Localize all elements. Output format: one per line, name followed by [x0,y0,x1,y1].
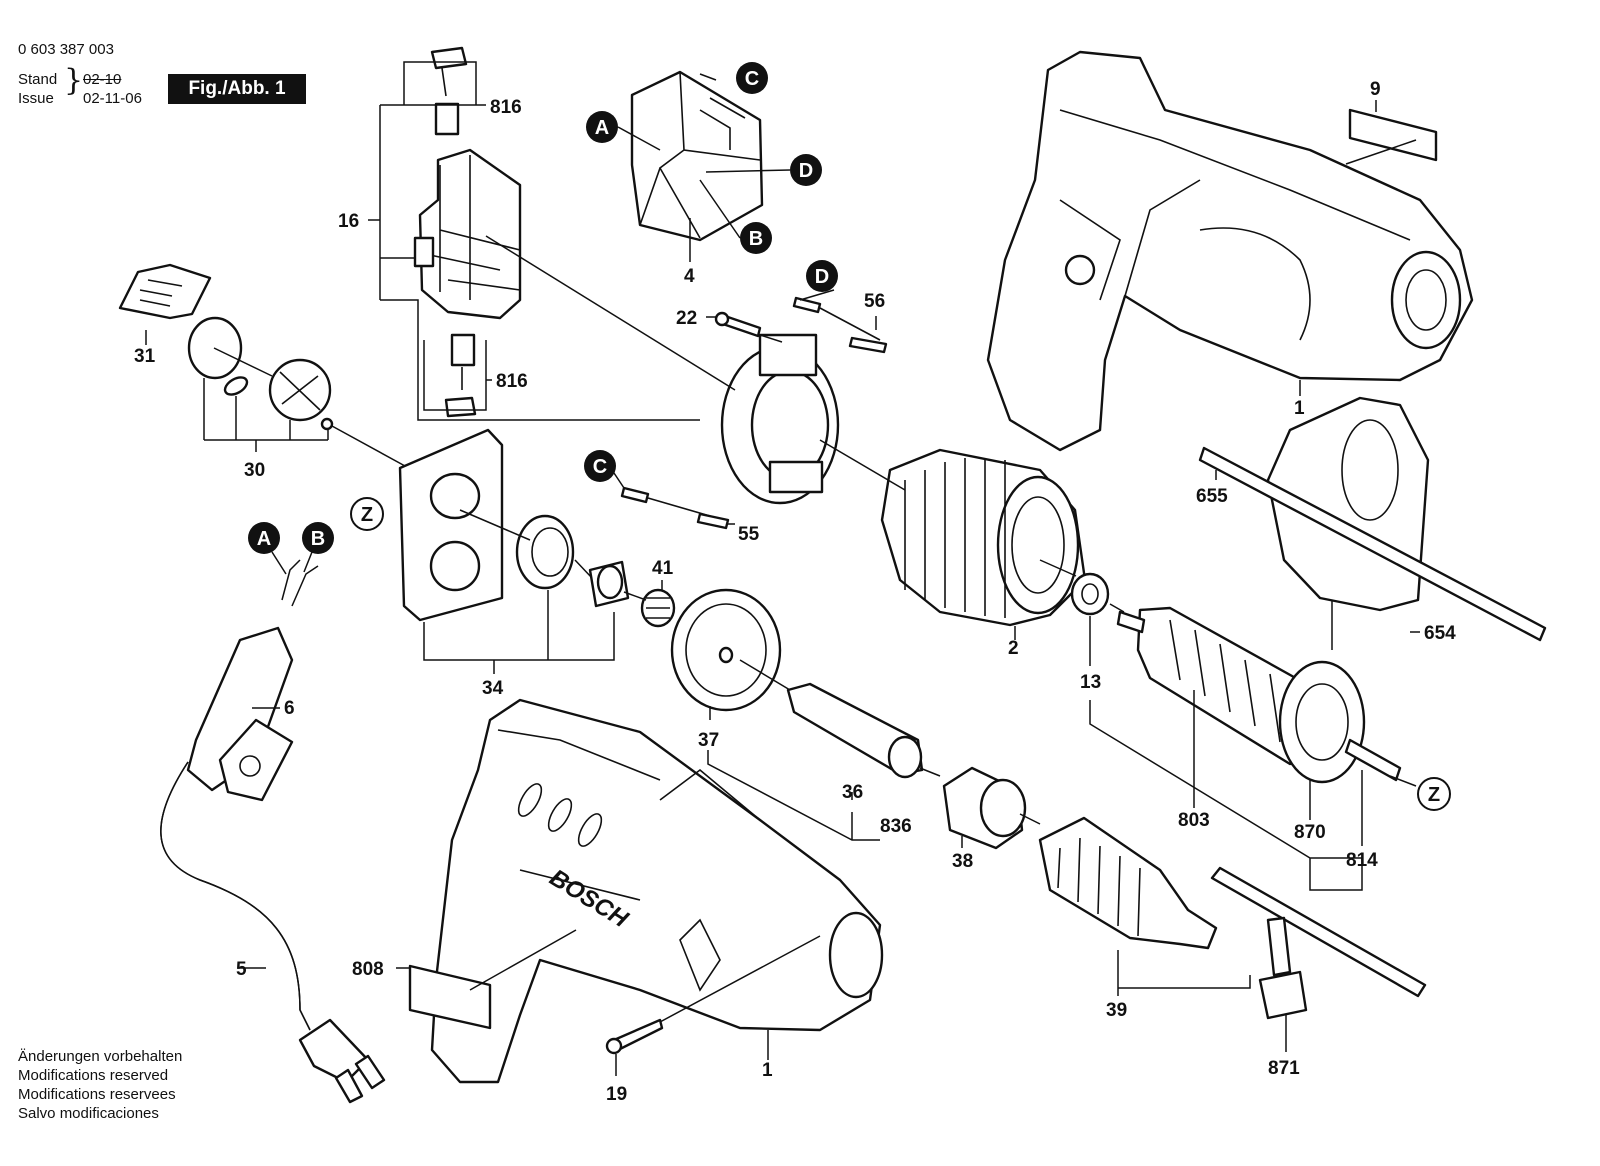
part-label: 4 [684,266,695,287]
marker-a: A [248,522,280,554]
part-label: 41 [652,558,674,579]
plug-icon [298,1018,386,1104]
svg-text:C: C [745,68,759,90]
marker-d: D [790,154,822,186]
part-label: 9 [1370,79,1381,100]
issue-label: Issue [18,90,54,107]
screw-icon [714,311,762,338]
chuck-key-icon [1210,866,1427,1020]
part-label: 37 [698,730,719,751]
part-label: 39 [1106,1000,1127,1021]
part-label: 816 [490,97,522,118]
part-label: 870 [1294,822,1326,843]
part-label: 816 [496,371,528,392]
needle-bearing-icon [1070,572,1110,616]
brush-holder-icon [413,148,522,320]
marker-b: B [740,222,772,254]
svg-text:B: B [311,528,325,550]
brush-ring-icon [720,333,840,505]
rating-label-icon [408,964,492,1030]
svg-text:Z: Z [361,504,373,526]
armature-icon [1116,606,1402,784]
stand-label: Stand [18,71,58,88]
figure-tag: Fig./Abb. 1 [168,74,306,104]
spindle-icon [786,682,924,779]
part-label: 31 [134,346,156,367]
part-label: 55 [738,524,760,545]
needle-bearing-icon [640,588,676,628]
issue-date: 02-11-06 [83,90,142,107]
gear-icon [670,588,782,712]
cover-plate-icon [398,428,504,622]
footer-line: Modifications reserved [18,1067,169,1084]
svg-text:A: A [595,117,609,139]
svg-text:A: A [257,528,271,550]
part-label: 38 [952,851,973,872]
part-label: 30 [244,460,265,481]
housing-half-icon [986,50,1474,452]
part-label: 13 [1080,672,1101,693]
part-label: 654 [1424,623,1456,644]
cable-connector-icon [792,296,888,354]
pinion-gear-icon [942,766,1027,850]
switch-icon [630,70,764,242]
footer-line: Salvo modificaciones [18,1105,159,1122]
part-label: 871 [1268,1058,1300,1079]
label-plate-icon [1348,108,1438,162]
cord-protector-icon [186,626,294,802]
marker-c: C [584,450,616,482]
leader-lines [145,61,1420,1076]
part-label: 5 [236,959,247,980]
part-labels: 816 16 816 4 31 30 22 56 9 1 55 41 34 2 … [134,79,1456,1105]
marker-d: D [806,260,838,292]
brace-icon: } [64,63,84,98]
carbon-brush-icon [430,46,468,136]
part-label: 19 [606,1084,627,1105]
part-label: 803 [1178,810,1210,831]
end-cap-icon [118,263,212,320]
ball-bearing-icon [515,514,575,590]
marker-c: C [736,62,768,94]
svg-text:Z: Z [1428,784,1440,806]
field-stator-icon [880,448,1087,627]
part-label: 1 [762,1060,773,1081]
power-cord-icon [160,559,319,1031]
marker-z: Z [350,497,384,531]
part-label: 22 [676,308,697,329]
part-label: 34 [482,678,504,699]
washer-icon [187,316,334,431]
svg-text:D: D [799,160,813,182]
cable-connector-icon [620,486,730,530]
svg-text:B: B [749,228,763,250]
part-label: 1 [1294,398,1305,419]
part-label: 36 [842,782,863,803]
part-label: 808 [352,959,384,980]
reference-markers: C A D B D C A B Z Z [248,62,1451,811]
footer-line: Änderungen vorbehalten [18,1048,183,1065]
part-label: 6 [284,698,295,719]
part-label: 56 [864,291,885,312]
screw-icon [605,1018,664,1055]
part-label: 836 [880,816,912,837]
svg-text:D: D [815,266,829,288]
depth-stop-rod-icon [1198,446,1547,642]
part-label: 655 [1196,486,1228,507]
sleeve-icon [588,560,630,608]
old-date: 02-10 [83,71,122,88]
marker-a: A [586,111,618,143]
part-label: 16 [338,211,359,232]
part-number: 0 603 387 003 [18,41,114,58]
marker-b: B [302,522,334,554]
carbon-brush-icon [444,333,477,418]
part-label: 814 [1346,850,1378,871]
part-label: 2 [1008,638,1019,659]
footer-line: Modifications reservees [18,1086,176,1103]
drill-chuck-icon [1038,816,1218,950]
svg-text:C: C [593,456,607,478]
marker-z: Z [1417,777,1451,811]
